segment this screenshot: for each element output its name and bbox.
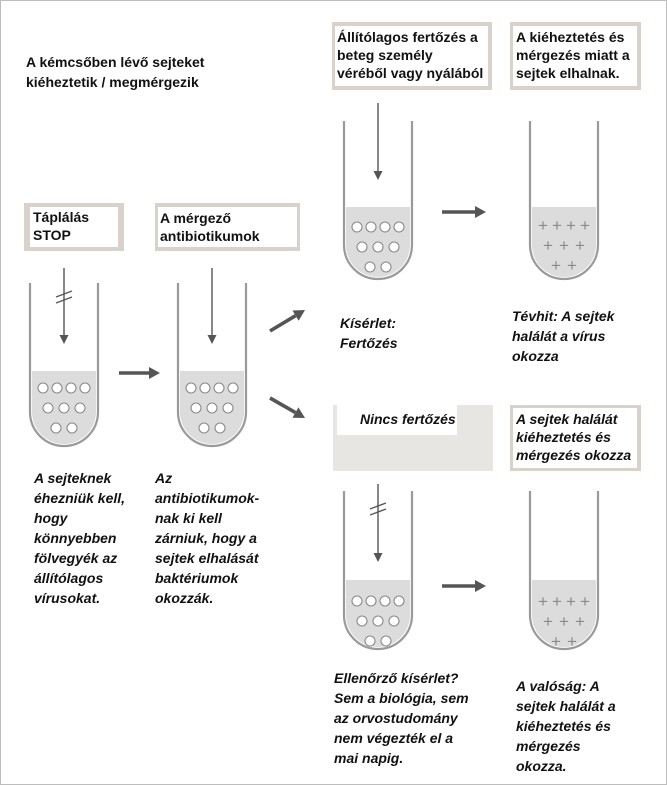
living-cell [190, 402, 202, 414]
living-cell [356, 615, 368, 627]
dead-cell-mark: + [575, 236, 585, 255]
caption-myth: Tévhit: A sejtek halálát a vírus okozza [512, 308, 615, 364]
dead-cell-mark: + [543, 612, 553, 631]
living-cell [185, 382, 197, 394]
living-cell [66, 422, 78, 434]
living-cell [37, 382, 49, 394]
box-stop [24, 203, 124, 251]
arrow-down-antibiotic [207, 268, 217, 344]
arrow-up-right-to-infection [269, 310, 305, 333]
dead-cell-mark: + [538, 592, 548, 611]
caption-starve: A sejteknek éhezniük kell, hogy könnyebb… [34, 470, 126, 606]
living-cell [50, 422, 62, 434]
dead-cell-mark: + [551, 256, 561, 275]
box-antibiotic [155, 203, 300, 251]
intro-text: A kémcsőben lévő sejteket kiéheztetik / … [26, 54, 205, 90]
living-cell [351, 221, 363, 233]
living-cell [379, 221, 391, 233]
dead-cell-mark: + [559, 236, 569, 255]
dead-cell-mark: + [566, 592, 576, 611]
living-cell [380, 635, 392, 647]
dead-cell-mark: + [538, 216, 548, 235]
living-cell [393, 595, 405, 607]
label-starvation-death: A kiéheztetés és mérgezés miatt a sejtek… [516, 29, 630, 81]
dead-cell-mark: + [551, 632, 561, 651]
arrow-right-to-antibiotic [119, 367, 160, 379]
living-cell [393, 221, 405, 233]
test-tube-dead-reality: +++++++++ [528, 491, 600, 651]
arrow-down-control [373, 484, 383, 562]
arrow-down-stop [59, 268, 69, 344]
caption-reality: A valóság: A sejtek halálát a kiéhezteté… [516, 678, 616, 774]
living-cell [199, 382, 211, 394]
living-cell [372, 241, 384, 253]
living-cell [222, 402, 234, 414]
caption-control: Ellenőrző kísérlet? Sem a biológia, sem … [334, 670, 469, 766]
label-no-infection: Nincs fertőzés [360, 411, 456, 427]
living-cell [206, 402, 218, 414]
dead-cell-mark: + [575, 612, 585, 631]
living-cell [65, 382, 77, 394]
living-cell [227, 382, 239, 394]
arrow-down-infection [373, 103, 383, 180]
dead-cell-mark: + [567, 632, 577, 651]
caption-experiment: Kísérlet: Fertőzés [340, 315, 398, 351]
arrow-down-right-to-control [269, 396, 305, 418]
blocked-mark-stop [55, 290, 73, 304]
living-cell [380, 261, 392, 273]
living-cell [213, 382, 225, 394]
box-no-infection [333, 405, 493, 471]
living-cell [58, 402, 70, 414]
living-cell [51, 382, 63, 394]
dead-cell-mark: + [567, 256, 577, 275]
test-tube-infection [342, 121, 414, 281]
arrow-right-reality [442, 580, 486, 592]
test-tube-control [342, 491, 414, 651]
box-infection-claim [332, 22, 492, 90]
living-cell [372, 615, 384, 627]
dead-cell-mark: + [580, 592, 590, 611]
living-cell [198, 422, 210, 434]
dead-cell-mark: + [543, 236, 553, 255]
living-cell [356, 241, 368, 253]
arrow-right-myth [442, 206, 486, 218]
living-cell [364, 261, 376, 273]
living-cell [388, 615, 400, 627]
label-infection-claim: Állítólagos fertőzés a beteg személy vér… [337, 29, 484, 81]
living-cell [74, 402, 86, 414]
label-antibiotic: A mérgező antibiotikumok megölik a sejte… [160, 210, 260, 244]
dead-cell-mark: + [566, 216, 576, 235]
dead-cell-mark: + [580, 216, 590, 235]
label-stop: Táplálás STOP [33, 209, 90, 243]
dead-cell-mark: + [552, 592, 562, 611]
living-cell [388, 241, 400, 253]
living-cell [42, 402, 54, 414]
living-cell [365, 221, 377, 233]
living-cell [365, 595, 377, 607]
living-cell [79, 382, 91, 394]
living-cell [214, 422, 226, 434]
living-cell [351, 595, 363, 607]
test-tube-dead-myth: +++++++++ [528, 121, 600, 281]
dead-cell-mark: + [559, 612, 569, 631]
test-tube-antibiotic-cells [176, 283, 248, 448]
caption-antibiotics: Az antibiotikumok- nak ki kell zárniuk, … [155, 470, 260, 606]
living-cell [364, 635, 376, 647]
dead-cell-mark: + [552, 216, 562, 235]
living-cell [379, 595, 391, 607]
blocked-mark-control [369, 502, 387, 516]
box-death-cause [510, 405, 641, 471]
label-death-cause: A sejtek halálát kiéheztetés és mérgezés… [516, 411, 632, 463]
test-tube-starved-cells [28, 283, 100, 448]
box-starvation-death [510, 22, 641, 90]
